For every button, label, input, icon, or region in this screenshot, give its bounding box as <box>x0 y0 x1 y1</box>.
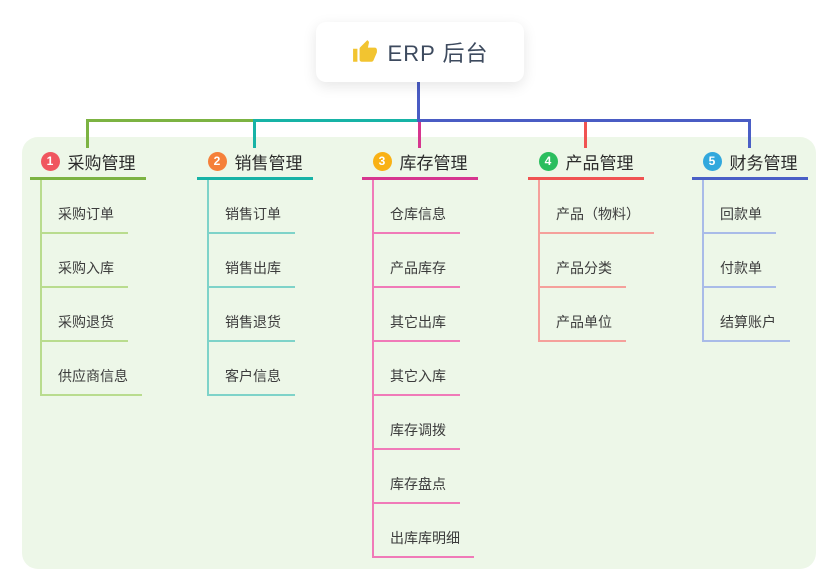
branch-title: 销售管理 <box>234 153 303 173</box>
branch-4: 4 产品管理产品（物料）产品分类产品单位 <box>528 145 654 342</box>
branch-5: 5 财务管理回款单付款单结算账户 <box>692 145 808 342</box>
child-node[interactable]: 产品（物料） <box>540 180 654 234</box>
child-node[interactable]: 销售订单 <box>209 180 295 234</box>
branch-1-header[interactable]: 1 采购管理 <box>30 145 146 180</box>
child-node[interactable]: 采购入库 <box>42 234 128 288</box>
child-node[interactable]: 仓库信息 <box>374 180 460 234</box>
mindmap-canvas <box>22 137 816 569</box>
branch-title: 产品管理 <box>565 153 634 173</box>
branch-index-badge: 5 <box>702 151 722 171</box>
child-node[interactable]: 回款单 <box>704 180 776 234</box>
child-node[interactable]: 采购退货 <box>42 288 128 342</box>
branch-4-header[interactable]: 4 产品管理 <box>528 145 644 180</box>
connector-line <box>418 119 421 148</box>
branch-title: 库存管理 <box>399 153 468 173</box>
branch-index-badge: 3 <box>372 151 392 171</box>
branch-children: 销售订单销售出库销售退货客户信息 <box>207 180 313 396</box>
child-node[interactable]: 产品库存 <box>374 234 460 288</box>
branch-title: 财务管理 <box>729 153 798 173</box>
child-node[interactable]: 产品分类 <box>540 234 626 288</box>
branch-children: 仓库信息产品库存其它出库其它入库库存调拨库存盘点出库库明细 <box>372 180 478 558</box>
branch-index-badge: 4 <box>538 151 558 171</box>
root-node-label: ERP 后台 <box>387 41 489 66</box>
connector-line <box>417 82 420 122</box>
connector-line <box>86 119 89 148</box>
connector-line <box>418 119 751 122</box>
branch-children: 产品（物料）产品分类产品单位 <box>538 180 654 342</box>
child-node[interactable]: 其它入库 <box>374 342 460 396</box>
child-node[interactable]: 库存盘点 <box>374 450 460 504</box>
child-node[interactable]: 其它出库 <box>374 288 460 342</box>
branch-index-badge: 1 <box>40 151 60 171</box>
root-node[interactable]: ERP 后台 <box>316 22 524 82</box>
child-node[interactable]: 客户信息 <box>209 342 295 396</box>
branch-5-header[interactable]: 5 财务管理 <box>692 145 808 180</box>
child-node[interactable]: 出库库明细 <box>374 504 474 558</box>
branch-3-header[interactable]: 3 库存管理 <box>362 145 478 180</box>
child-node[interactable]: 销售出库 <box>209 234 295 288</box>
branch-3: 3 库存管理仓库信息产品库存其它出库其它入库库存调拨库存盘点出库库明细 <box>362 145 478 558</box>
child-node[interactable]: 采购订单 <box>42 180 128 234</box>
thumbs-up-icon <box>352 39 378 65</box>
connector-line <box>253 119 256 148</box>
child-node[interactable]: 结算账户 <box>704 288 790 342</box>
branch-title: 采购管理 <box>67 153 136 173</box>
child-node[interactable]: 销售退货 <box>209 288 295 342</box>
branch-1: 1 采购管理采购订单采购入库采购退货供应商信息 <box>30 145 146 396</box>
child-node[interactable]: 付款单 <box>704 234 776 288</box>
connector-line <box>86 119 257 122</box>
branch-2: 2 销售管理销售订单销售出库销售退货客户信息 <box>197 145 313 396</box>
branch-2-header[interactable]: 2 销售管理 <box>197 145 313 180</box>
connector-line <box>748 119 751 148</box>
connector-line <box>584 119 587 148</box>
child-node[interactable]: 产品单位 <box>540 288 626 342</box>
branch-index-badge: 2 <box>207 151 227 171</box>
branch-children: 回款单付款单结算账户 <box>702 180 808 342</box>
child-node[interactable]: 供应商信息 <box>42 342 142 396</box>
connector-line <box>253 119 422 122</box>
child-node[interactable]: 库存调拨 <box>374 396 460 450</box>
branch-children: 采购订单采购入库采购退货供应商信息 <box>40 180 146 396</box>
